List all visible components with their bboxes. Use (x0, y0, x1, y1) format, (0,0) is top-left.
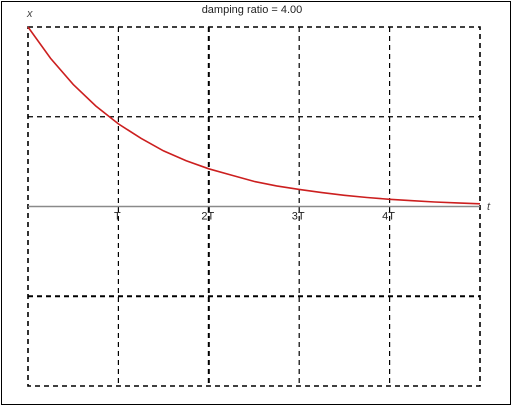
y-axis-label: x (26, 8, 33, 20)
chart-title: damping ratio = 4.00 (202, 4, 303, 16)
series-layer (27, 26, 481, 205)
text-layer: damping ratio = 4.00 x t T 2T 3T 4T (26, 4, 491, 223)
x-axis-label: t (487, 201, 491, 213)
x-tick-label-4: 4T (382, 211, 395, 223)
x-tick-label-1: T (114, 211, 121, 223)
x-tick-label-3: 3T (292, 211, 305, 223)
x-tick-label-2: 2T (201, 211, 214, 223)
series-line-1 (27, 26, 481, 205)
